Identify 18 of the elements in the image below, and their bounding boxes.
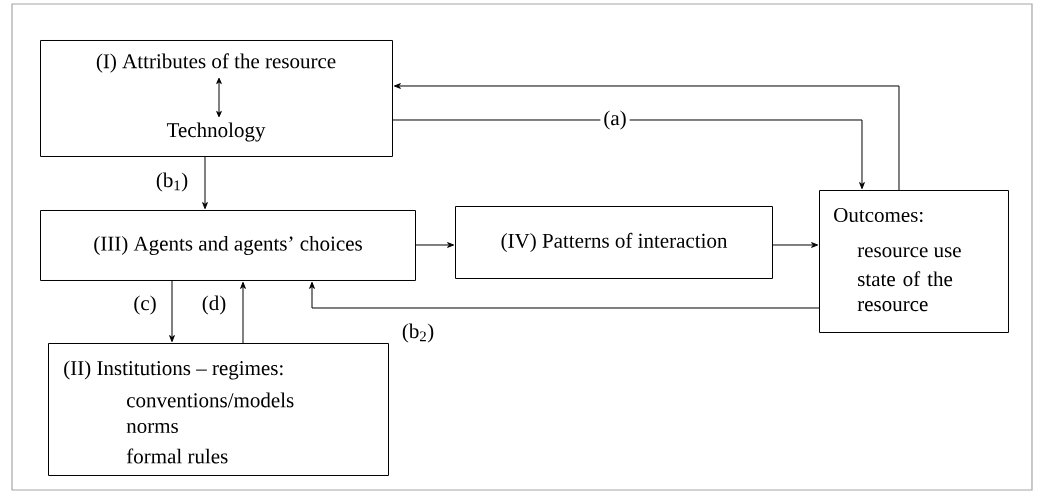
arrow [393, 83, 900, 191]
edge-label: (d) [198, 292, 230, 318]
process-box: (II) Institutions – regimes: conventions/models norms formal rules [48, 343, 389, 476]
process-box: (IV) Patterns of interaction [455, 206, 773, 279]
process-box: (III) Agents and agents’ choices [40, 210, 416, 281]
arrow [772, 242, 819, 248]
arrow [202, 156, 208, 210]
arrow [169, 280, 175, 343]
arrow [415, 242, 455, 248]
arrow [309, 281, 820, 309]
edge-label: (a) [600, 107, 630, 133]
edge-label: (b$_{1}$) [152, 169, 192, 195]
arrow [240, 281, 246, 344]
edge-label: (b$_{2}$) [398, 320, 438, 346]
process-box: (I) Attributes of the resource Technology [40, 40, 393, 157]
arrow [392, 119, 865, 190]
edge-label: (c) [130, 292, 160, 318]
process-box: Outcomes: resource use state of the resource [819, 190, 1009, 333]
